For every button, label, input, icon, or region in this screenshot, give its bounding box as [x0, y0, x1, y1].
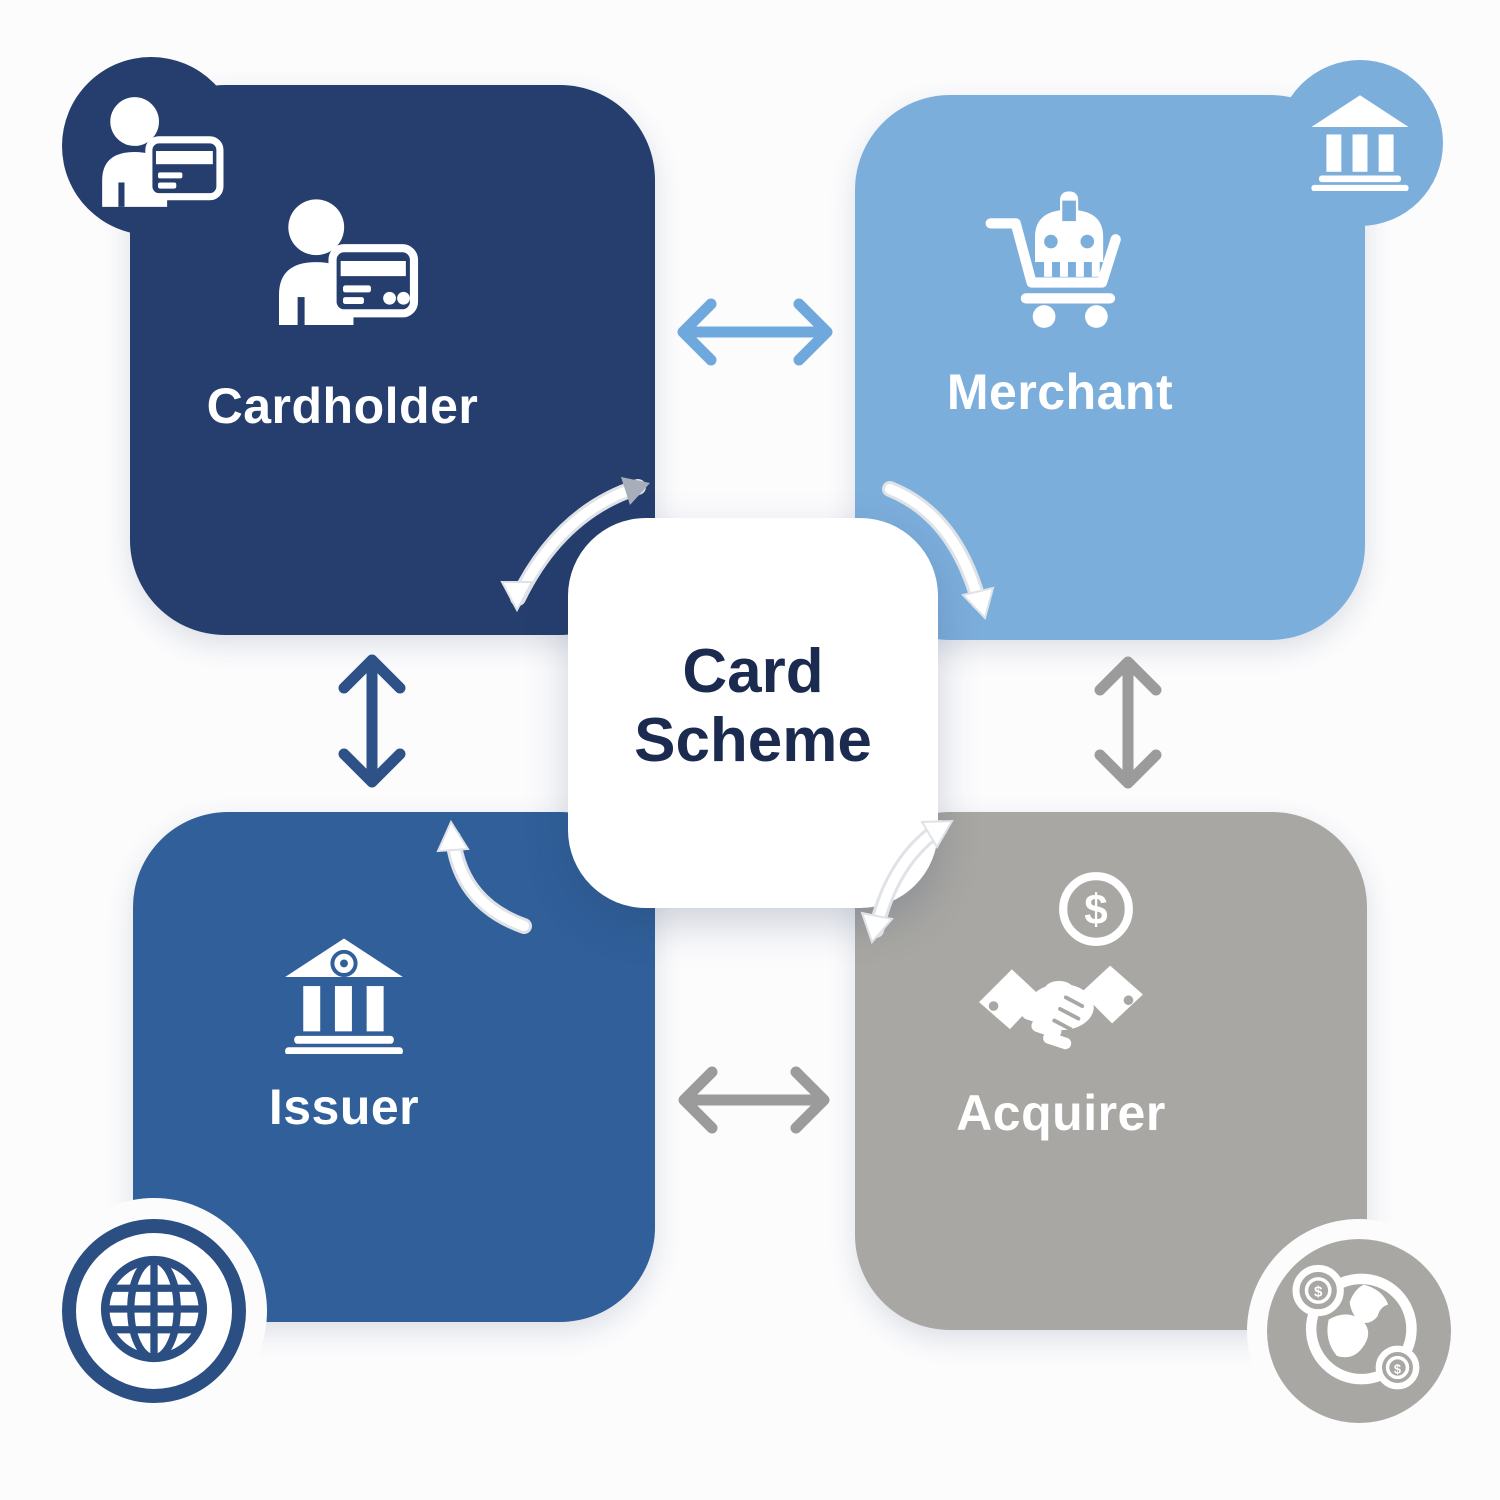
merchant-label: Merchant [946, 364, 1174, 420]
cardholder-label: Cardholder [206, 378, 479, 434]
globe-grid-icon [93, 1248, 215, 1375]
dollar-symbol: $ [1314, 1283, 1323, 1300]
shopping-cart-robot-icon [985, 191, 1135, 333]
bank-building-icon [1304, 91, 1416, 196]
acquirer-label: Acquirer [956, 1085, 1166, 1141]
person-with-card-icon [92, 95, 224, 212]
issuer-content: Issuer [133, 812, 555, 1322]
cardholder-content: Cardholder [130, 85, 555, 635]
badge-acquirer-globe-coins: $ $ [1267, 1239, 1451, 1423]
merchant-content: Merchant [855, 95, 1265, 640]
bank-building-icon [276, 934, 412, 1056]
badge-issuer-globe [62, 1219, 246, 1403]
card-scheme-label: Card Scheme [634, 636, 872, 775]
dollar-symbol: $ [1084, 886, 1107, 933]
acquirer-content: $ Acquirer [855, 812, 1267, 1330]
dollar-symbol: $ [1394, 1361, 1401, 1376]
issuer-label: Issuer [268, 1079, 420, 1135]
dollar-coin-icon: $ [1055, 868, 1137, 950]
person-with-card-icon [267, 197, 419, 325]
node-card-scheme: Card Scheme [568, 518, 938, 908]
badge-cardholder-person-card [62, 57, 240, 235]
handshake-icon [973, 954, 1149, 1060]
globe-with-coins-icon: $ $ [1289, 1259, 1429, 1404]
badge-merchant-bank [1277, 60, 1443, 226]
